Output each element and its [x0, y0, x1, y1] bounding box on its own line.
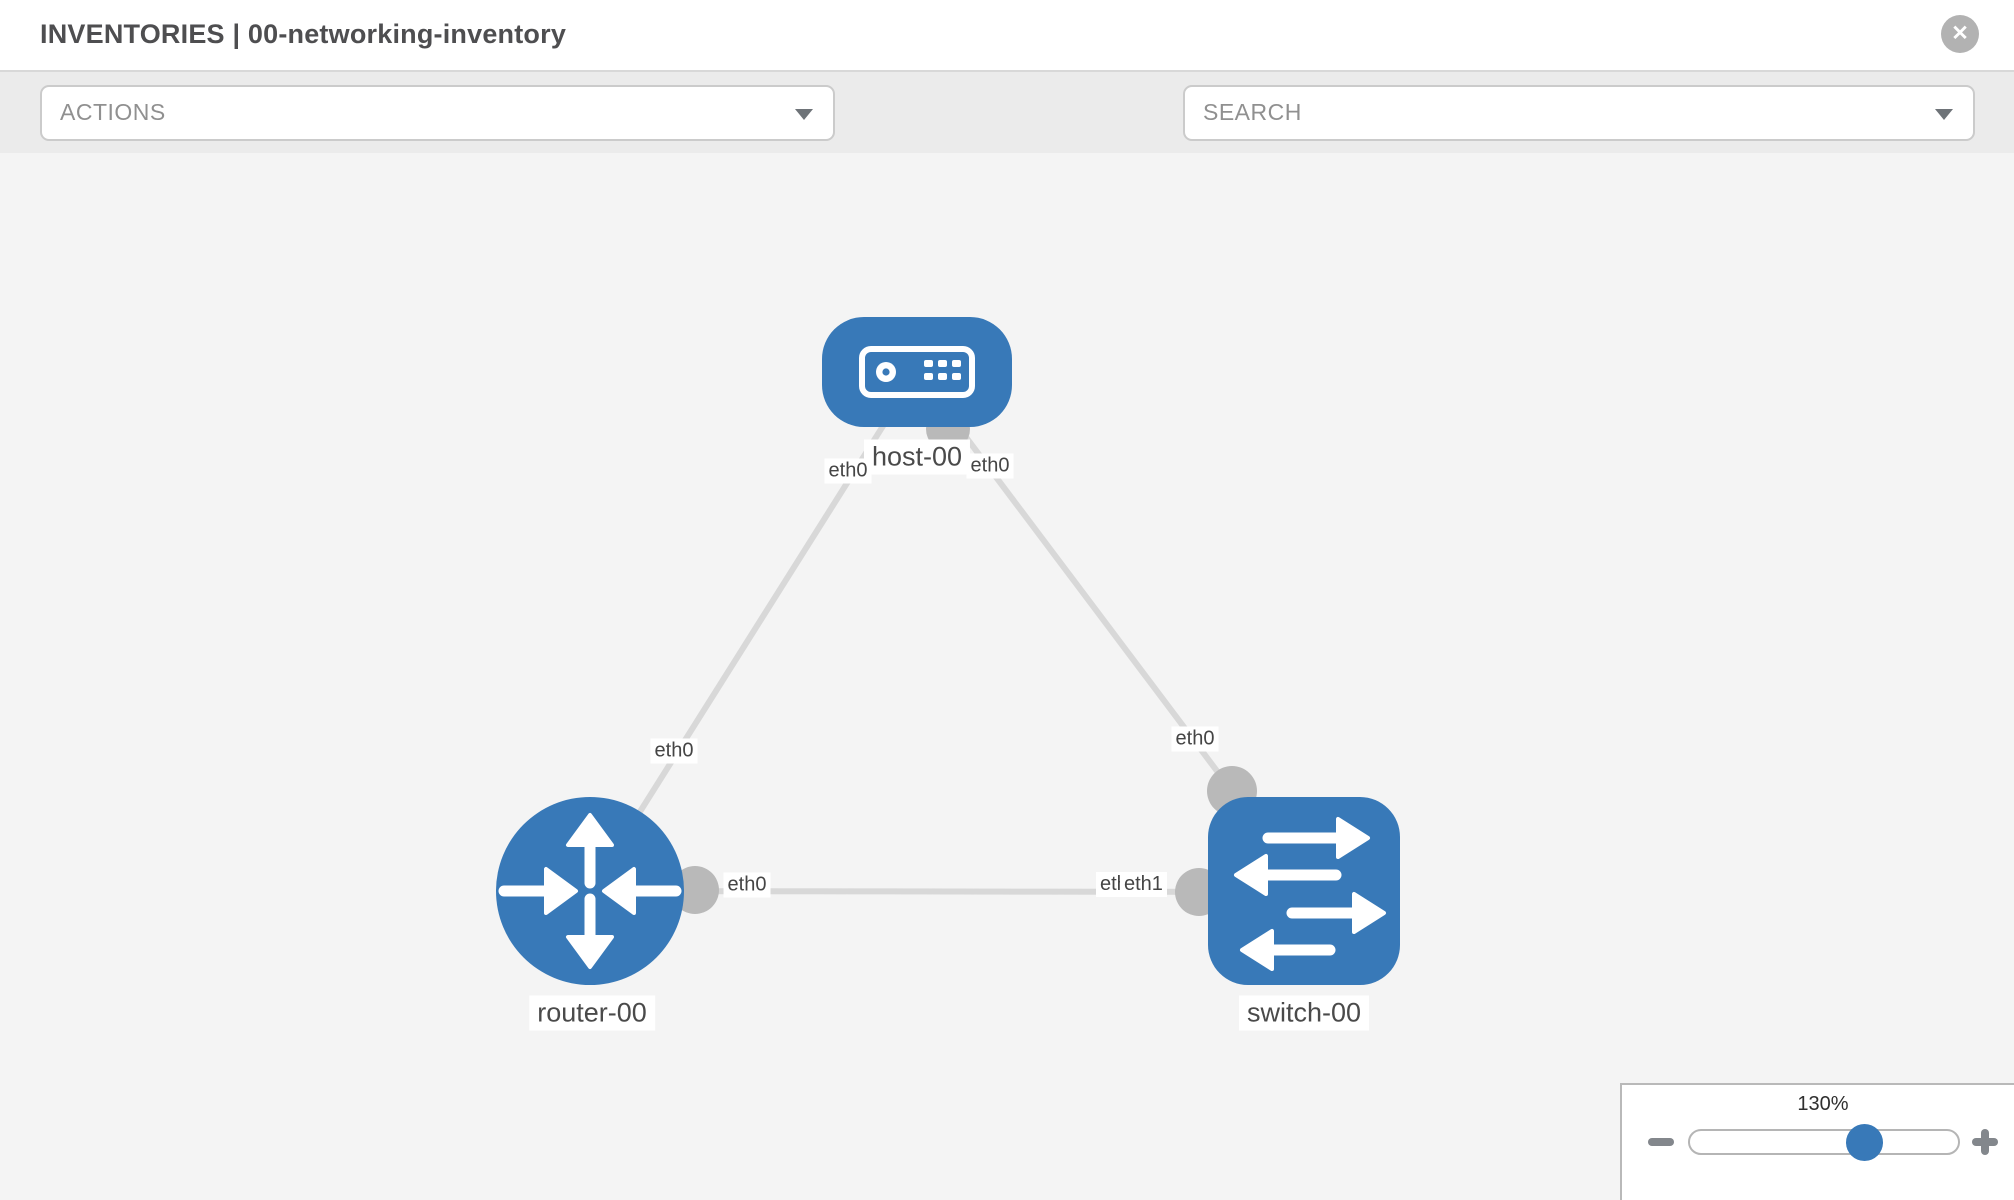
- if-label-host-eth0-right: eth0: [966, 453, 1014, 479]
- topology-canvas: host-00 router-00 switch-00 eth0 eth0 et…: [0, 153, 2014, 1200]
- node-switch-00[interactable]: [1208, 797, 1400, 985]
- if-label-router-side-host-link: eth0: [650, 738, 698, 764]
- zoom-panel: 130%: [1620, 1083, 2014, 1200]
- search-dropdown[interactable]: SEARCH: [1183, 85, 1975, 141]
- topology-svg: [496, 317, 1400, 985]
- header-bar: INVENTORIES | 00-networking-inventory ✕: [0, 0, 2014, 72]
- if-label-host-eth0-left: eth0: [824, 458, 872, 484]
- toolbar: ACTIONS SEARCH: [0, 72, 2014, 202]
- zoom-slider-thumb[interactable]: [1846, 1124, 1883, 1161]
- node-router-00[interactable]: [496, 797, 684, 985]
- if-label-switch-eth1: eth1: [1120, 872, 1167, 897]
- router-arrows-icon: [498, 813, 682, 969]
- close-icon[interactable]: ✕: [1941, 15, 1979, 53]
- node-host-00[interactable]: [822, 317, 1012, 427]
- actions-dropdown[interactable]: ACTIONS: [40, 85, 835, 141]
- caret-down-icon: [795, 109, 813, 120]
- switch-arrows-icon: [1234, 817, 1386, 971]
- search-dropdown-label: SEARCH: [1203, 99, 1302, 125]
- zoom-slider-track[interactable]: [1688, 1129, 1960, 1155]
- zoom-level-text: 130%: [1797, 1093, 1849, 1115]
- actions-dropdown-label: ACTIONS: [60, 99, 166, 125]
- page-title: INVENTORIES | 00-networking-inventory: [40, 19, 567, 49]
- node-label-router-00: router-00: [529, 995, 655, 1031]
- if-label-router-eth0: eth0: [723, 872, 771, 898]
- caret-down-icon: [1935, 109, 1953, 120]
- plus-icon[interactable]: [1972, 1129, 1998, 1155]
- if-label-switch-side-host-link: eth0: [1171, 726, 1219, 752]
- interface-connectors: [671, 407, 1257, 916]
- server-icon: [859, 346, 975, 398]
- node-label-host-00: host-00: [863, 439, 971, 475]
- minus-icon[interactable]: [1648, 1138, 1674, 1146]
- node-label-switch-00: switch-00: [1238, 995, 1370, 1031]
